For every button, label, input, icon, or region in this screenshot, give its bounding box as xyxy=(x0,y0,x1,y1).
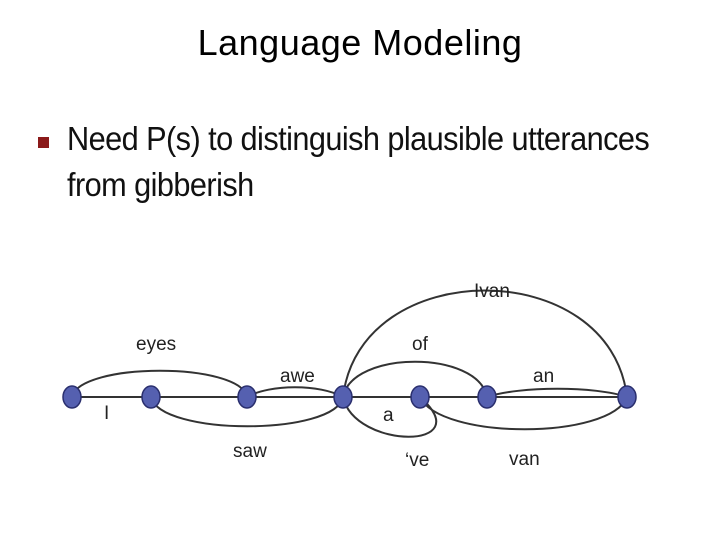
lattice-node xyxy=(62,385,82,409)
word-label-of: of xyxy=(412,334,429,355)
lattice-node xyxy=(477,385,497,409)
bullet-marker xyxy=(38,137,49,148)
slide-title: Language Modeling xyxy=(197,22,523,63)
word-label-i: I xyxy=(104,403,109,424)
bullet-square xyxy=(38,137,49,148)
word-label-eyes: eyes xyxy=(136,334,176,355)
edge-ve xyxy=(342,396,438,438)
word-label-ve: ‘ve xyxy=(405,450,429,471)
edge-saw xyxy=(150,396,344,428)
edge-awe xyxy=(246,386,344,398)
word-label-an: an xyxy=(533,366,554,387)
lattice-edges xyxy=(71,289,628,438)
edge-an xyxy=(486,387,628,398)
lattice-nodes xyxy=(62,385,637,409)
word-label-ivan: Ivan xyxy=(474,281,510,302)
lattice-node xyxy=(410,385,430,409)
bullet-text: Need P(s) to distinguish plausible utter… xyxy=(67,120,650,203)
word-label-awe: awe xyxy=(280,366,315,387)
lattice-labels: I eyes saw awe a of ‘ve Ivan an van xyxy=(104,281,554,471)
edge-of xyxy=(342,360,488,398)
edge-eyes xyxy=(71,369,248,398)
edge-ivan xyxy=(342,289,628,398)
lattice-node xyxy=(617,385,637,409)
word-label-saw: saw xyxy=(233,441,267,462)
lattice-node xyxy=(333,385,353,409)
lattice-node xyxy=(237,385,257,409)
word-label-a: a xyxy=(383,405,394,426)
edge-van xyxy=(419,396,628,431)
lattice-node xyxy=(141,385,161,409)
word-label-van: van xyxy=(509,449,540,470)
